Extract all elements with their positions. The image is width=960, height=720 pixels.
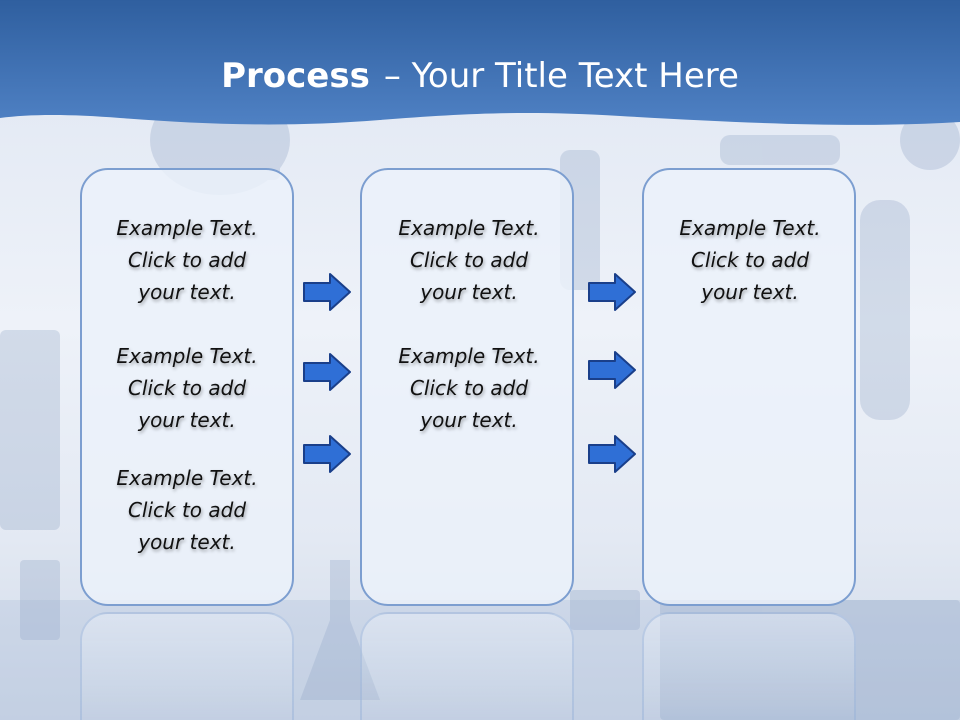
placeholder-text[interactable]: Example Text. Click to add your text.: [398, 216, 540, 304]
box-reflection: [642, 612, 856, 720]
process-box-1[interactable]: [80, 168, 294, 606]
right-arrow-icon: [588, 351, 636, 389]
placeholder-text[interactable]: Example Text. Click to add your text.: [679, 216, 821, 304]
right-arrow-icon: [588, 435, 636, 473]
right-arrow-icon: [303, 435, 351, 473]
placeholder-text[interactable]: Example Text. Click to add your text.: [116, 344, 258, 432]
box-reflection: [360, 612, 574, 720]
box-reflection: [80, 612, 294, 720]
right-arrow-icon: [588, 273, 636, 311]
placeholder-text[interactable]: Example Text. Click to add your text.: [116, 216, 258, 304]
process-box-2[interactable]: [360, 168, 574, 606]
placeholder-text[interactable]: Example Text. Click to add your text.: [398, 344, 540, 432]
placeholder-text[interactable]: Example Text. Click to add your text.: [116, 466, 258, 554]
process-box-3[interactable]: [642, 168, 856, 606]
right-arrow-icon: [303, 353, 351, 391]
right-arrow-icon: [303, 273, 351, 311]
title-rest: – Your Title Text Here: [383, 56, 739, 96]
slide-title[interactable]: Process – Your Title Text Here: [0, 54, 960, 98]
title-main: Process: [221, 56, 370, 96]
